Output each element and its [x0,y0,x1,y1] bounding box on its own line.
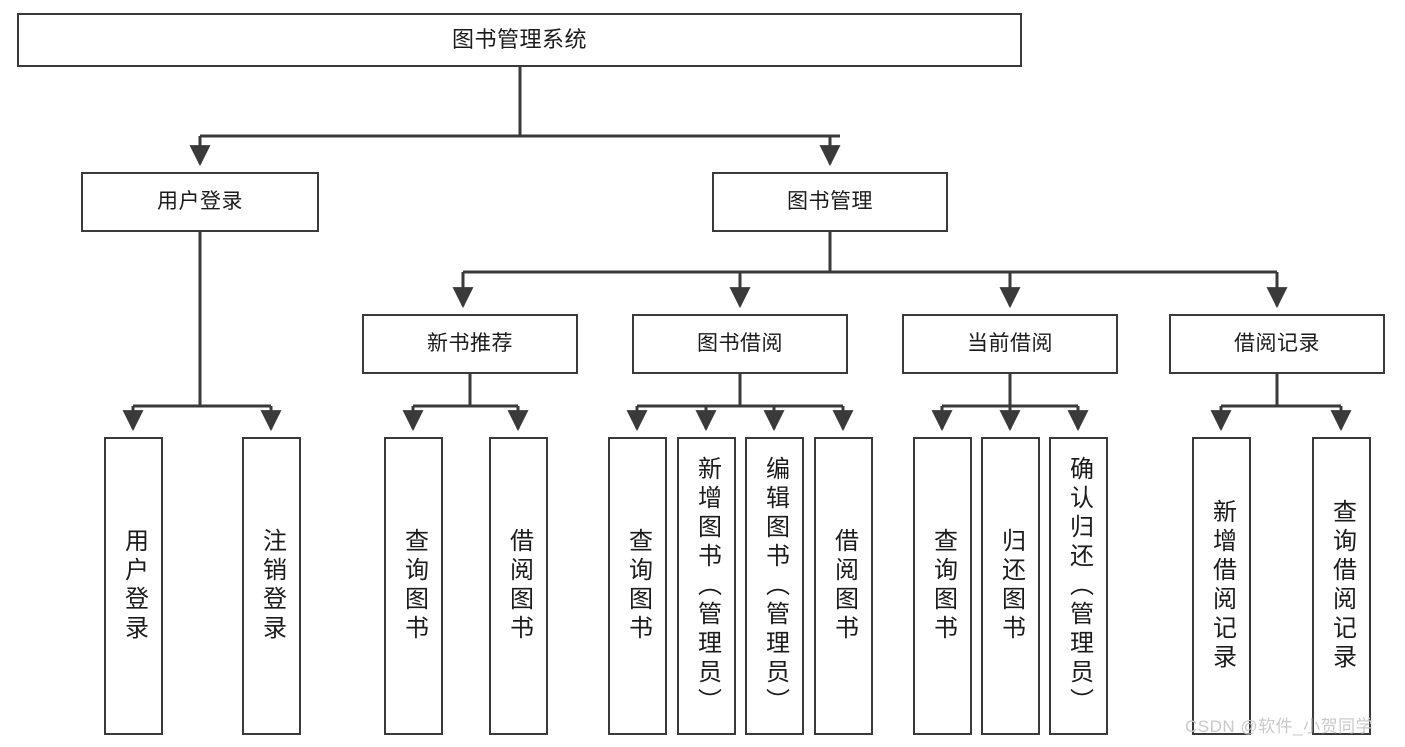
node-book-manage[interactable]: 图书管理 [712,172,948,232]
leaf-query-book-2[interactable]: 查询图书 [608,437,667,735]
leaf-query-book-1-label: 查询图书 [400,528,428,644]
node-current-borrow-label: 当前借阅 [967,331,1053,355]
node-borrow-record-label: 借阅记录 [1234,331,1320,355]
leaf-edit-book[interactable]: 编辑图书（管理员） [745,437,804,735]
leaf-return-book[interactable]: 归还图书 [981,437,1040,735]
leaf-borrow-book-1[interactable]: 借阅图书 [489,437,548,735]
leaf-query-book-3[interactable]: 查询图书 [913,437,972,735]
leaf-user-logout-label: 注销登录 [258,528,286,644]
node-book-borrow-label: 图书借阅 [697,331,783,355]
leaf-add-record[interactable]: 新增借阅记录 [1192,437,1251,735]
leaf-user-login[interactable]: 用户登录 [104,437,163,735]
node-current-borrow[interactable]: 当前借阅 [902,314,1118,374]
node-borrow-record[interactable]: 借阅记录 [1169,314,1385,374]
watermark: CSDN @软件_小贺同学 [1185,717,1374,736]
node-new-book-recommend[interactable]: 新书推荐 [362,314,578,374]
leaf-query-book-3-label: 查询图书 [929,528,957,644]
node-root-label: 图书管理系统 [451,27,587,53]
leaf-query-book-1[interactable]: 查询图书 [384,437,443,735]
node-user-login[interactable]: 用户登录 [81,172,319,232]
leaf-user-logout[interactable]: 注销登录 [242,437,301,735]
leaf-edit-book-label: 编辑图书（管理员） [761,455,789,717]
leaf-user-login-label: 用户登录 [120,528,148,644]
leaf-borrow-book-1-label: 借阅图书 [505,528,533,644]
leaf-query-book-2-label: 查询图书 [624,528,652,644]
leaf-confirm-return[interactable]: 确认归还（管理员） [1049,437,1108,735]
node-new-book-recommend-label: 新书推荐 [427,331,513,355]
leaf-borrow-book-2-label: 借阅图书 [830,528,858,644]
node-user-login-label: 用户登录 [157,189,243,213]
leaf-query-record-label: 查询借阅记录 [1328,499,1356,673]
leaf-borrow-book-2[interactable]: 借阅图书 [814,437,873,735]
node-book-manage-label: 图书管理 [787,189,873,213]
leaf-add-book-label: 新增图书（管理员） [693,455,721,717]
leaf-return-book-label: 归还图书 [997,528,1025,644]
node-book-borrow[interactable]: 图书借阅 [632,314,848,374]
leaf-add-record-label: 新增借阅记录 [1208,499,1236,673]
leaf-add-book[interactable]: 新增图书（管理员） [677,437,736,735]
node-root[interactable]: 图书管理系统 [17,13,1022,67]
leaf-query-record[interactable]: 查询借阅记录 [1312,437,1371,735]
leaf-confirm-return-label: 确认归还（管理员） [1065,455,1093,717]
